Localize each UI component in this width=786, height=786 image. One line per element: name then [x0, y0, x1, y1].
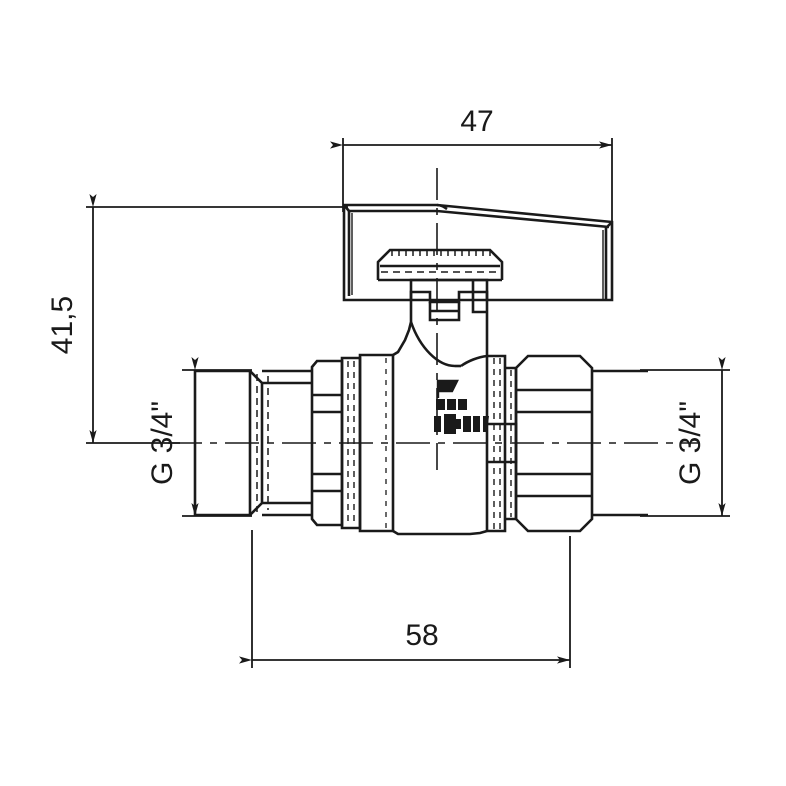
dimension-overall-length [239, 530, 571, 668]
dimension-label-58: 58 [405, 619, 438, 652]
dimension-label-thread-right: G 3/4" [674, 401, 707, 485]
hex-union-nut-right [514, 354, 594, 533]
knurled-stem-nut [376, 248, 504, 282]
dimension-label-thread-left: G 3/4" [146, 401, 179, 485]
dimension-thread-right [640, 357, 730, 517]
right-flange-hatch [493, 358, 512, 529]
dimension-overall-height [86, 194, 348, 444]
knurl-hatch [391, 250, 491, 256]
dimension-thread-left [182, 357, 252, 517]
dimension-label-41-5: 41,5 [46, 296, 79, 354]
handle-inner-shade [351, 213, 604, 299]
dimension-label-47: 47 [460, 105, 493, 138]
embossed-manufacturer-logo [434, 379, 489, 434]
dimension-handle-width [330, 138, 613, 228]
right-outlet-pipe [592, 369, 648, 517]
